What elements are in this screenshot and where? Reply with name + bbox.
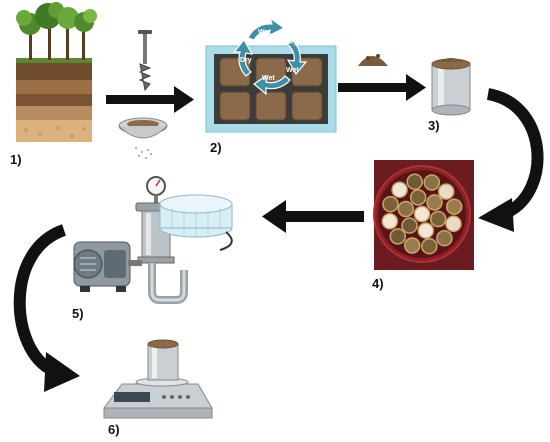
core-sample [426,194,443,211]
core-sample [409,189,427,206]
core-sample [437,183,455,200]
arrow-3-to-4 [478,88,544,232]
core-sample [429,210,447,228]
core-sample [436,229,453,247]
core-sample [382,195,399,213]
soil-core-cylinder-icon [431,58,471,116]
arrow-2-to-3 [338,74,426,101]
step-label-6: 6) [108,422,120,437]
arrow-5-to-6 [13,224,80,392]
cycle-label-dry-right: Dry [286,39,298,46]
core-sample [445,198,463,215]
pressure-chamber-icon [135,176,233,304]
core-sample [389,228,407,245]
step-label-3: 3) [428,118,440,133]
vacuum-pump-icon [73,241,142,292]
core-sample [381,213,399,230]
cycle-arrows-icon [232,16,308,96]
balance-scale-icon [103,339,213,419]
cycle-label-wet-bottom: Wet [262,75,275,82]
soil-sieve-icon [118,117,168,159]
core-sample [403,237,421,254]
soil-profile-icon [16,2,97,142]
core-sample [397,200,415,218]
core-sample [401,217,418,234]
core-sample [421,237,438,255]
cycle-label-wet-top: Wet [258,29,271,36]
core-sample [406,173,423,191]
core-sample [417,222,435,239]
core-sample [423,174,441,191]
core-samples [381,173,463,255]
step-label-2: 2) [210,140,222,155]
wet-dry-tray-icon [205,16,337,133]
arrow-1-to-2 [106,86,194,113]
step-label-4: 4) [372,276,384,291]
cycle-label-wet-right: Wet [286,67,299,74]
core-samples-photo-icon [373,160,474,270]
arrow-4-to-5 [262,200,364,233]
soil-pile-icon [358,54,388,66]
core-sample [445,215,462,233]
soil-auger-icon [138,30,152,92]
step-label-1: 1) [10,152,22,167]
cycle-label-dry-left: Dry [240,57,252,64]
step-label-5: 5) [72,306,84,321]
core-sample [413,205,431,223]
core-sample [391,181,408,199]
